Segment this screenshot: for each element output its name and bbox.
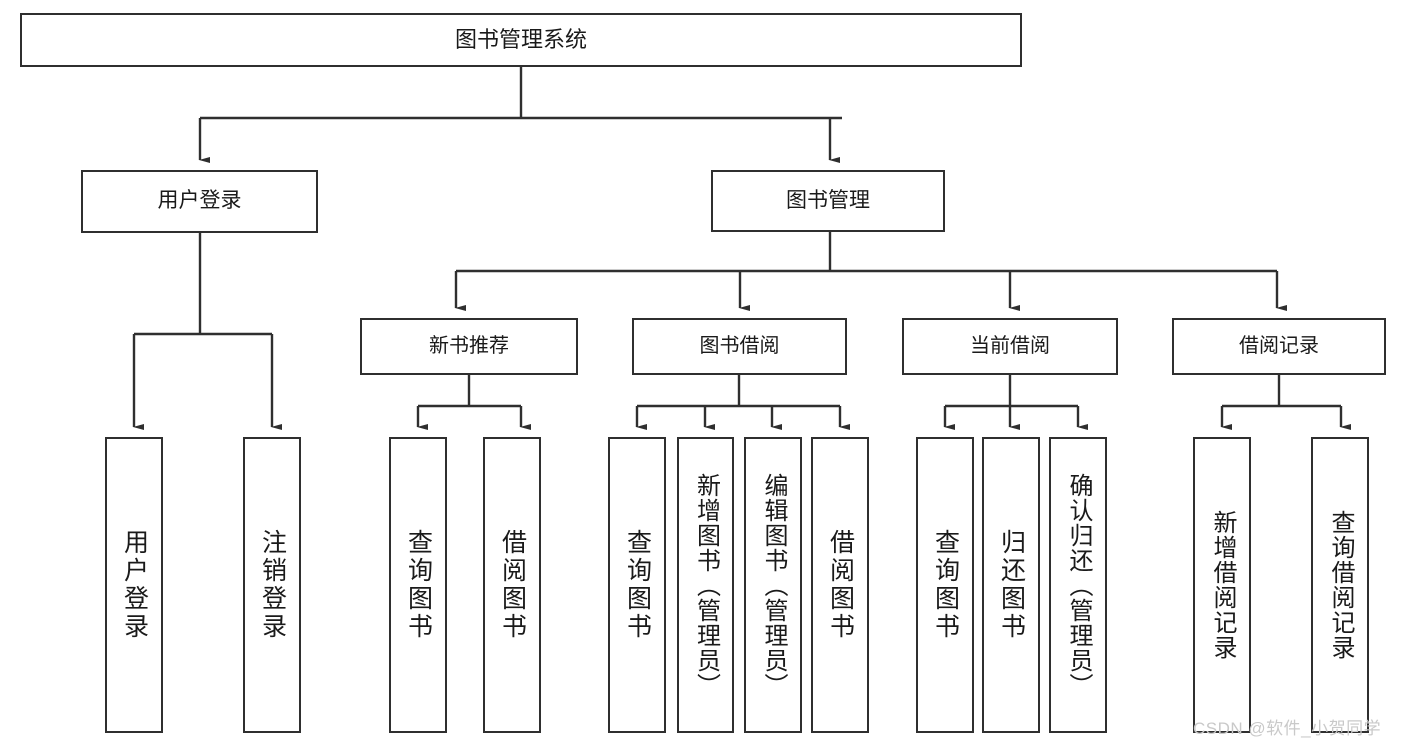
node-label: 查询图书 [404,529,433,641]
node-leaf-return-book[interactable]: 归还图书 [982,437,1040,733]
node-label: 新增借阅记录 [1209,510,1236,660]
node-label: 编辑图书（管理员） [760,472,787,698]
node-leaf-query-book-current[interactable]: 查询图书 [916,437,974,733]
node-label: 借阅图书 [826,529,855,641]
node-root-book-management-system[interactable]: 图书管理系统 [20,13,1022,67]
node-label: 查询图书 [623,529,652,641]
node-label: 确认归还（管理员） [1065,472,1092,698]
node-leaf-query-book-borrow[interactable]: 查询图书 [608,437,666,733]
node-label: 归还图书 [997,529,1026,641]
node-label: 当前借阅 [970,334,1050,357]
node-label: 借阅图书 [498,529,527,641]
csdn-watermark: CSDN @软件_小贺同学 [1193,719,1382,738]
node-leaf-borrow-book-borrow[interactable]: 借阅图书 [811,437,869,733]
node-label: 查询借阅记录 [1327,510,1354,660]
node-label: 图书管理 [786,188,870,212]
node-label: 用户登录 [120,529,149,641]
node-borrow-record[interactable]: 借阅记录 [1172,318,1386,375]
node-label: 用户登录 [157,189,242,213]
node-leaf-add-book-admin[interactable]: 新增图书（管理员） [677,437,734,733]
node-label: 图书管理系统 [454,27,587,53]
node-leaf-user-login[interactable]: 用户登录 [105,437,163,733]
node-label: 查询图书 [931,529,960,641]
node-leaf-query-book-recommend[interactable]: 查询图书 [389,437,447,733]
node-label: 新书推荐 [429,334,509,357]
node-new-book-recommend[interactable]: 新书推荐 [360,318,578,375]
node-label: 新增图书（管理员） [692,472,720,698]
node-leaf-query-borrow-record[interactable]: 查询借阅记录 [1311,437,1369,733]
node-leaf-user-logout[interactable]: 注销登录 [243,437,301,733]
node-label: 注销登录 [258,529,287,641]
node-leaf-add-borrow-record[interactable]: 新增借阅记录 [1193,437,1251,733]
node-label: 借阅记录 [1239,334,1319,357]
node-user-login[interactable]: 用户登录 [81,170,318,233]
node-book-management[interactable]: 图书管理 [711,170,945,232]
node-leaf-borrow-book-recommend[interactable]: 借阅图书 [483,437,541,733]
node-book-borrow[interactable]: 图书借阅 [632,318,847,375]
node-current-borrow[interactable]: 当前借阅 [902,318,1118,375]
node-leaf-confirm-return-admin[interactable]: 确认归还（管理员） [1049,437,1107,733]
node-label: 图书借阅 [699,334,780,357]
node-leaf-edit-book-admin[interactable]: 编辑图书（管理员） [744,437,802,733]
